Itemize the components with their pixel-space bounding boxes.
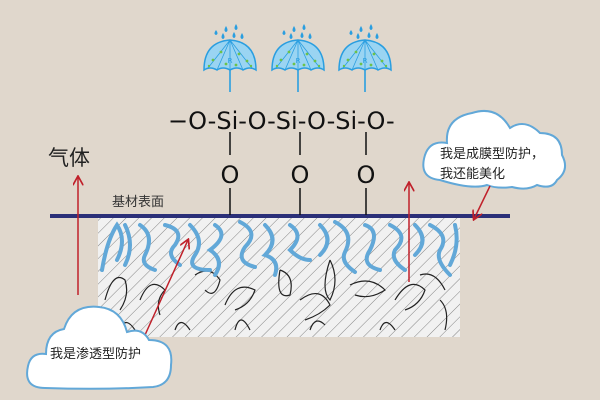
film-arrow [474, 185, 491, 219]
umbrella-mark: R [228, 57, 233, 65]
oxygen-atom: O [291, 161, 310, 189]
oxygen-atom: O [221, 161, 240, 189]
penetrating-protection-cloud [26, 305, 173, 390]
umbrella-mark: R [296, 57, 301, 65]
gas-label: 气体 [48, 146, 90, 170]
film-cloud-line-2: 我还能美化 [440, 167, 505, 182]
film-cloud-line-1: 我是成膜型防护， [440, 146, 544, 162]
umbrella-mark: R [363, 57, 368, 65]
oxygen-atom: O [357, 161, 376, 189]
penetration-arrow [144, 240, 188, 336]
bond-lines [229, 132, 367, 215]
substrate-surface-label: 基材表面 [112, 195, 164, 210]
siloxane-chain: −O-Si-O-Si-O-Si-O- [168, 107, 395, 135]
penetrating-cloud-text: 我是渗透型防护 [50, 346, 141, 362]
water-repellent-penetration [100, 220, 459, 277]
film-protection-cloud [422, 109, 567, 190]
